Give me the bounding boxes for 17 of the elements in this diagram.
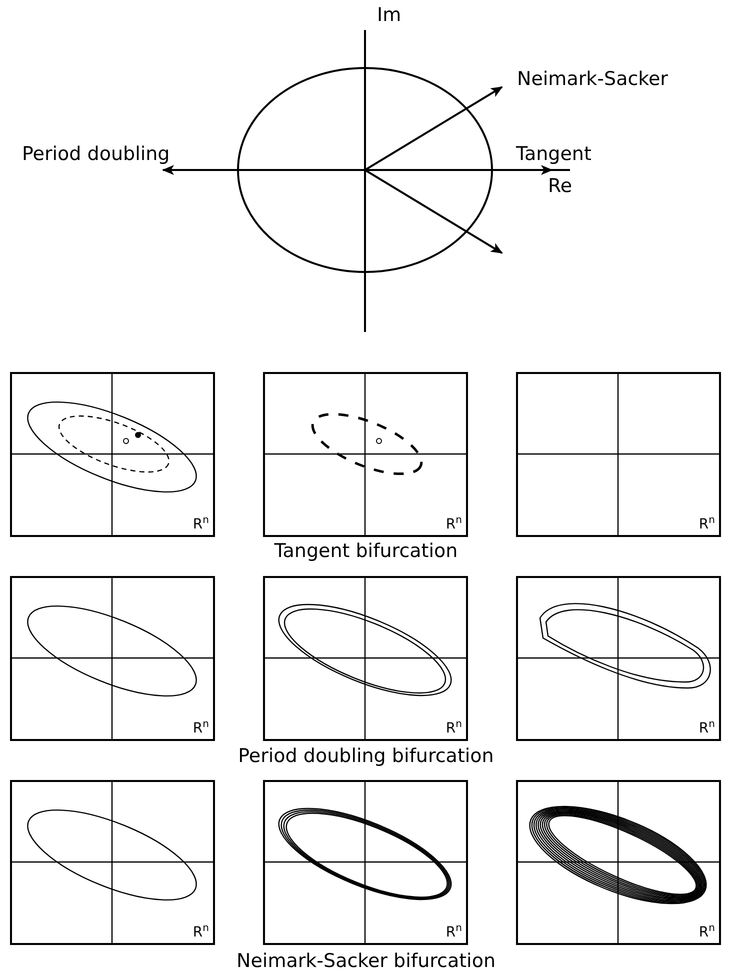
space-label: R$^{n}$ <box>698 720 715 736</box>
axis-label: Re <box>548 177 572 196</box>
space-label: R$^{n}$ <box>192 720 209 736</box>
eigenvalue-label: Tangent <box>516 145 592 164</box>
eigenvalue-label: Neimark-Sacker <box>517 70 668 89</box>
space-label: R$^{n}$ <box>192 924 209 940</box>
space-label: R$^{n}$ <box>698 924 715 940</box>
caption: Neimark-Sacker bifurcation <box>236 952 496 971</box>
space-label: R$^{n}$ <box>446 924 462 940</box>
space-label: R$^{n}$ <box>446 720 462 736</box>
eigenvalue-label: Period doubling <box>22 145 170 164</box>
caption: Period doubling bifurcation <box>237 747 495 766</box>
caption: Tangent bifurcation <box>273 542 459 561</box>
space-label: R$^{n}$ <box>446 516 462 532</box>
space-label: R$^{n}$ <box>698 516 715 532</box>
space-label: R$^{n}$ <box>192 516 209 532</box>
axis-label: Im <box>377 6 402 25</box>
